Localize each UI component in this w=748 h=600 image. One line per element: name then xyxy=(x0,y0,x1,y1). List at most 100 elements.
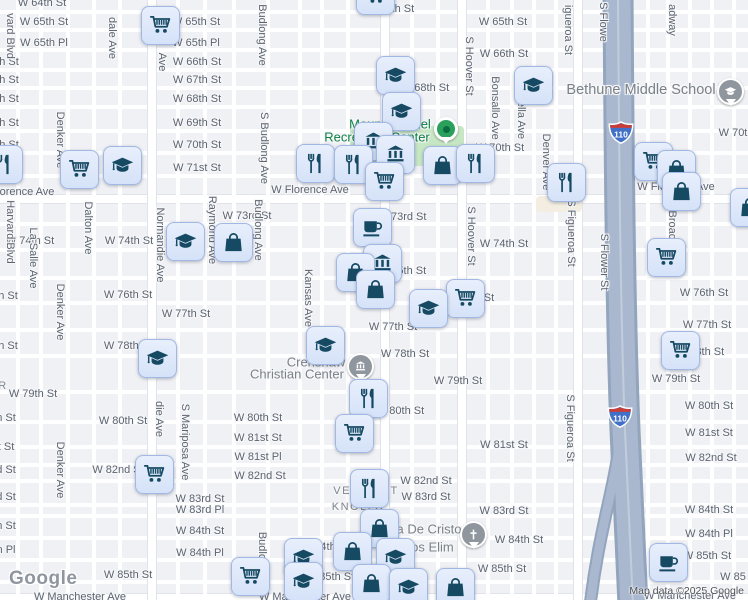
street-label[interactable]: W 65th St xyxy=(478,16,528,28)
street-label[interactable]: h St xyxy=(0,93,19,105)
shopping-cart-marker[interactable] xyxy=(660,330,700,370)
street-label[interactable]: W 76th St xyxy=(103,289,153,301)
street-label[interactable]: W 69th St xyxy=(172,117,222,129)
street-label[interactable]: W 80th St xyxy=(375,405,425,417)
shopping-cart-marker[interactable] xyxy=(364,161,404,201)
street-label[interactable]: W 65th Pl xyxy=(20,37,68,49)
street-label[interactable]: W 68th St xyxy=(172,93,222,105)
road[interactable] xyxy=(232,0,236,600)
road[interactable] xyxy=(0,86,748,90)
street-label[interactable]: W 83rd Pl xyxy=(175,504,225,516)
street-label[interactable]: W 84th Pl xyxy=(685,528,733,540)
street-label[interactable]: S Budlong Ave xyxy=(258,112,270,184)
street-label[interactable]: W 73rd St xyxy=(222,210,272,222)
road[interactable] xyxy=(203,0,207,600)
street-label[interactable]: Budlong Ave xyxy=(256,4,268,66)
street-label[interactable]: d St xyxy=(0,464,16,476)
shopping-cart-marker[interactable] xyxy=(134,454,174,494)
road[interactable] xyxy=(688,0,692,600)
shopping-cart-marker[interactable] xyxy=(646,237,686,277)
road[interactable] xyxy=(510,0,514,600)
street-label[interactable]: W 81st St xyxy=(480,439,528,451)
street-label[interactable]: W 85th St xyxy=(682,550,732,562)
museum-poi-icon[interactable] xyxy=(347,353,374,380)
road[interactable] xyxy=(266,0,270,600)
street-label[interactable]: Normandie Ave xyxy=(154,207,166,283)
street-label[interactable]: W 81st Pl xyxy=(234,451,282,463)
street-label[interactable]: Budlong Ave xyxy=(252,199,264,261)
school-poi-icon[interactable] xyxy=(717,78,744,105)
street-label[interactable]: W 65th St xyxy=(19,16,69,28)
road[interactable] xyxy=(554,0,558,600)
interstate-110-shield[interactable]: 110 xyxy=(607,405,633,433)
street-label[interactable]: W 82nd St xyxy=(685,452,737,464)
school-graduation-cap-marker[interactable] xyxy=(388,567,428,600)
street-label[interactable]: W 66th St xyxy=(172,56,222,68)
area-label[interactable]: R xyxy=(0,380,8,392)
street-label[interactable]: h St xyxy=(0,340,18,352)
road[interactable] xyxy=(666,0,670,600)
street-label[interactable]: Denker Ave xyxy=(54,441,66,499)
street-label[interactable]: S Hoover St xyxy=(463,36,475,96)
road[interactable] xyxy=(66,0,70,600)
street-label[interactable]: W 85th St xyxy=(477,563,527,575)
road[interactable] xyxy=(0,105,748,109)
street-label[interactable]: W 66th St xyxy=(479,48,529,60)
street-label[interactable]: dale Ave xyxy=(106,16,118,60)
street-label[interactable]: S Flowe xyxy=(597,2,609,42)
google-logo[interactable]: Google xyxy=(9,568,78,589)
street-label[interactable]: die Ave xyxy=(153,401,165,437)
school-graduation-cap-marker[interactable] xyxy=(102,145,142,185)
street-label[interactable]: W 74th St xyxy=(104,235,154,247)
restaurant-marker[interactable] xyxy=(348,378,388,418)
street-label[interactable]: adway xyxy=(666,4,678,36)
street-label[interactable]: ella Ave xyxy=(515,100,527,140)
street-label[interactable]: Ave xyxy=(156,52,168,72)
road[interactable] xyxy=(346,0,350,600)
street-label[interactable]: h St xyxy=(0,117,19,129)
shopping-bag-marker[interactable] xyxy=(351,563,391,600)
school-graduation-cap-marker[interactable] xyxy=(165,221,205,261)
street-label[interactable]: W 77th St xyxy=(682,319,732,331)
school-graduation-cap-marker[interactable] xyxy=(305,325,345,365)
street-label[interactable]: n St xyxy=(0,412,16,424)
school-graduation-cap-marker[interactable] xyxy=(137,338,177,378)
church-poi-icon[interactable] xyxy=(460,521,487,548)
street-label[interactable]: W 65th St xyxy=(171,16,221,28)
street-label[interactable]: W 70th St xyxy=(172,139,222,151)
restaurant-marker[interactable] xyxy=(295,143,335,183)
street-label[interactable]: La Salle Ave xyxy=(27,227,39,289)
cafe-coffee-cup-marker[interactable] xyxy=(352,207,392,247)
street-label[interactable]: n Pl xyxy=(0,544,16,556)
street-label[interactable]: Dalton Ave xyxy=(82,201,94,255)
school-graduation-cap-marker[interactable] xyxy=(381,91,421,131)
road[interactable] xyxy=(0,558,748,562)
street-label[interactable]: W 82nd St xyxy=(92,464,144,476)
shopping-bag-marker[interactable] xyxy=(661,171,701,211)
road[interactable] xyxy=(0,463,748,467)
road[interactable] xyxy=(320,0,324,600)
street-label[interactable]: W 64th St xyxy=(17,0,67,9)
street-label[interactable]: h St xyxy=(0,56,19,68)
restaurant-marker[interactable] xyxy=(349,468,389,508)
street-label[interactable]: h St xyxy=(0,74,19,86)
street-label[interactable]: Harvard Blvd xyxy=(4,200,16,264)
street-label[interactable]: W 74th St xyxy=(479,238,529,250)
restaurant-marker[interactable] xyxy=(0,144,23,184)
shopping-cart-marker[interactable] xyxy=(355,0,395,15)
road[interactable] xyxy=(574,0,582,600)
shopping-cart-marker[interactable] xyxy=(59,149,99,189)
shopping-bag-marker[interactable] xyxy=(213,222,253,262)
road[interactable] xyxy=(16,0,20,600)
street-label[interactable]: W 74th St xyxy=(5,235,55,247)
poi-label[interactable]: a De Cristo xyxy=(396,521,462,537)
shopping-cart-marker[interactable] xyxy=(230,556,270,596)
street-label[interactable]: W 84th Pl xyxy=(176,547,224,559)
road[interactable] xyxy=(176,0,180,600)
school-graduation-cap-marker[interactable] xyxy=(283,561,323,600)
road[interactable] xyxy=(532,0,536,600)
restaurant-marker[interactable] xyxy=(546,162,586,202)
road[interactable] xyxy=(486,0,490,600)
shopping-cart-marker[interactable] xyxy=(334,413,374,453)
street-label[interactable]: W 84th St xyxy=(684,504,734,516)
